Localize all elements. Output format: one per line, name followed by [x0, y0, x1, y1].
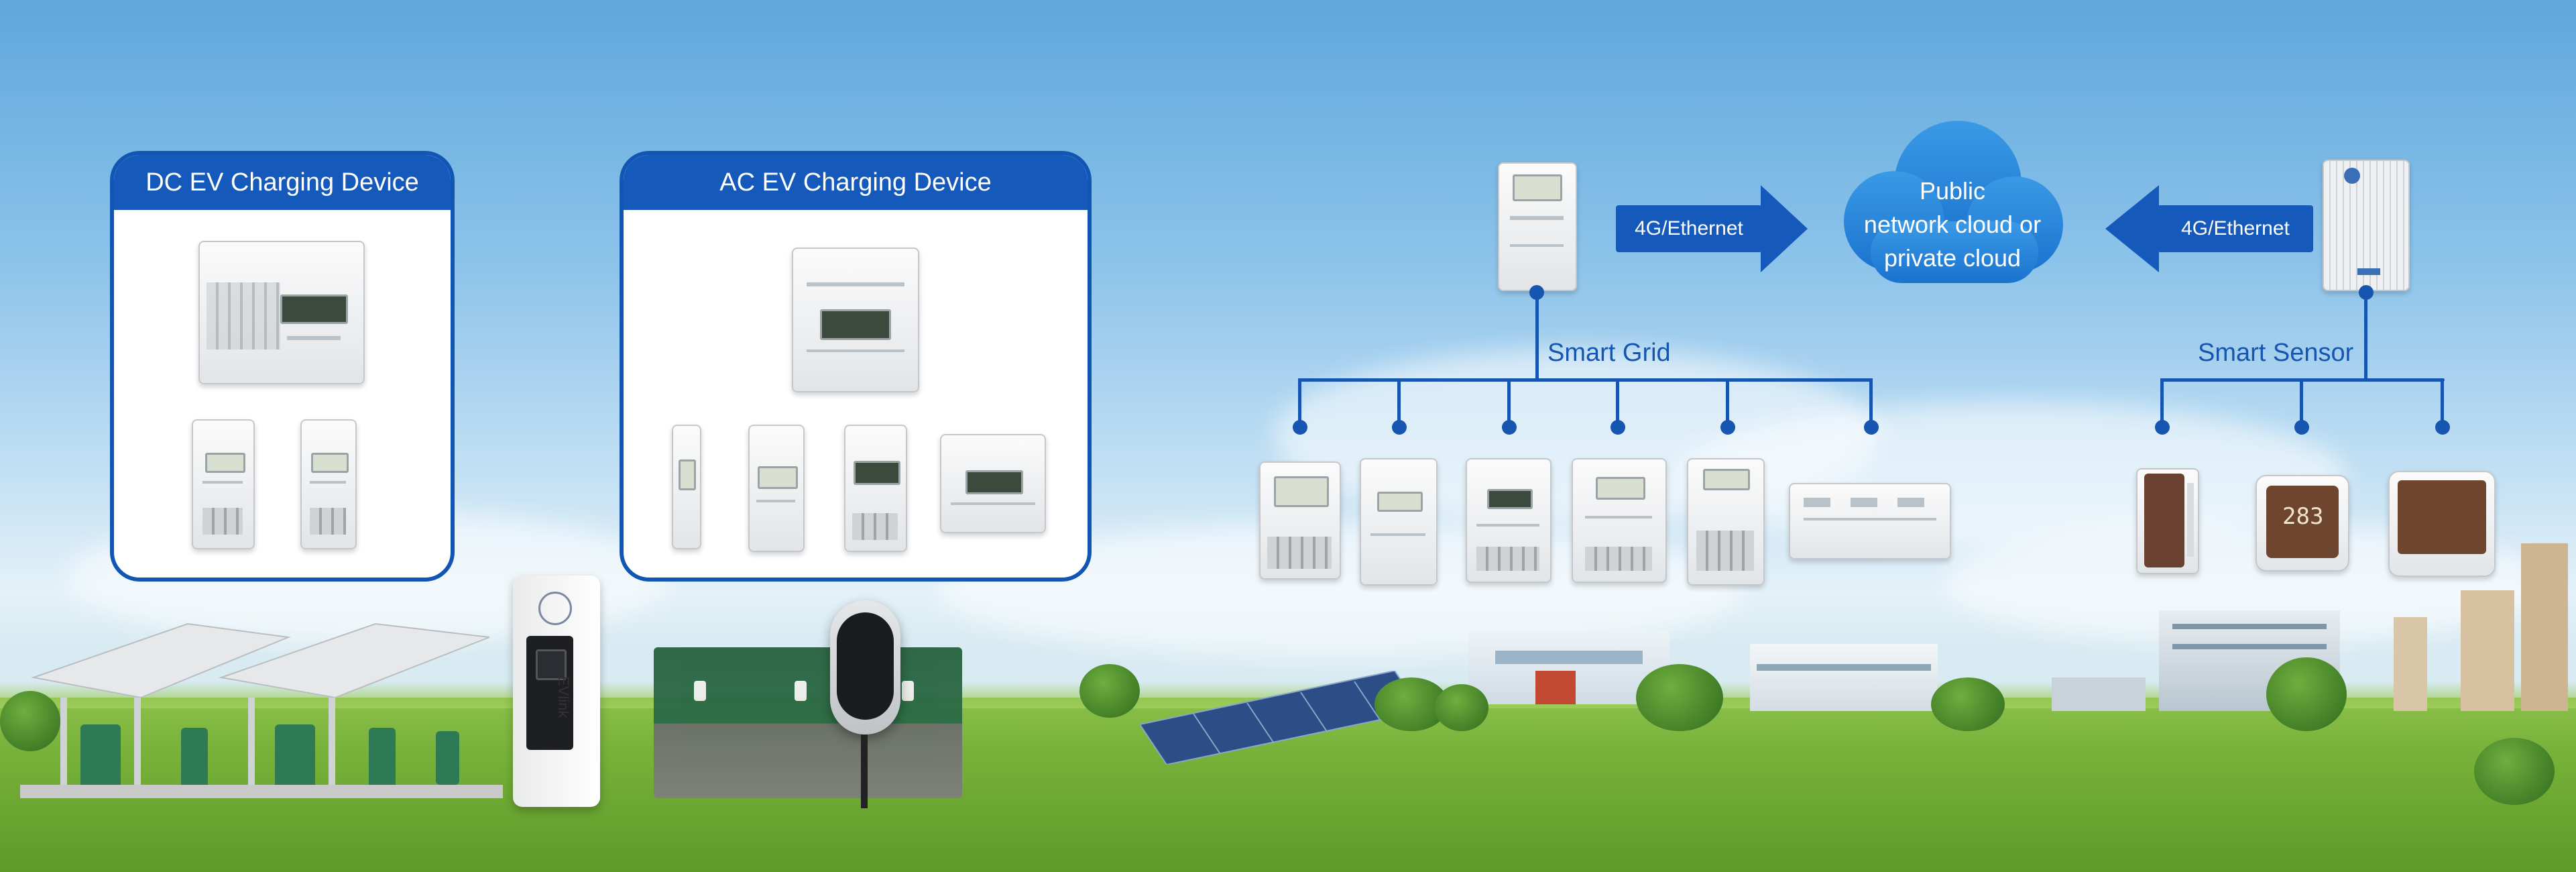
energy-meter-icon [192, 419, 255, 549]
ac-charging-parking-lot [654, 647, 962, 798]
sensor-icon: 283 [2256, 475, 2349, 571]
dc-charger-device: EVlink [513, 576, 600, 807]
energy-meter-icon [1360, 458, 1438, 586]
energy-meter-icon [748, 425, 805, 552]
energy-meter-icon [1466, 458, 1552, 583]
energy-meter-icon [940, 434, 1046, 533]
energy-meter-icon [1498, 162, 1577, 291]
smart-grid-label: Smart Grid [1547, 339, 1671, 367]
cloud-line-1: Public [1919, 177, 1986, 205]
dc-panel-title: DC EV Charging Device [114, 155, 451, 210]
cloud-line-3: private cloud [1883, 244, 2022, 272]
energy-meter-icon [672, 425, 701, 549]
smart-sensor-label: Smart Sensor [2198, 339, 2354, 367]
cloud-text: Public network cloud or private cloud [1825, 174, 2080, 275]
energy-meter-icon [1572, 458, 1667, 583]
sensor-icon [2388, 471, 2496, 577]
energy-meter-icon [1259, 461, 1341, 580]
energy-meter-icon [1687, 458, 1765, 586]
sensor-icon [2136, 468, 2199, 574]
dc-panel: DC EV Charging Device [110, 151, 455, 582]
energy-meter-icon [1789, 483, 1951, 559]
ac-charger-device [830, 600, 900, 734]
left-link-label: 4G/Ethernet [1616, 205, 1762, 252]
gateway-device [2323, 160, 2410, 291]
ac-panel-title: AC EV Charging Device [624, 155, 1088, 210]
energy-meter-icon [300, 419, 357, 549]
right-link-label: 4G/Ethernet [2158, 205, 2313, 252]
energy-meter-icon [844, 425, 907, 552]
energy-meter-icon [792, 248, 919, 392]
energy-meter-icon [198, 241, 365, 384]
charger-cable [861, 734, 868, 808]
ac-panel: AC EV Charging Device [620, 151, 1092, 582]
cloud-line-2: network cloud or [1863, 211, 2042, 238]
sensor-display-value: 283 [2282, 503, 2324, 530]
charger-brand-text: EVlink [555, 676, 572, 718]
